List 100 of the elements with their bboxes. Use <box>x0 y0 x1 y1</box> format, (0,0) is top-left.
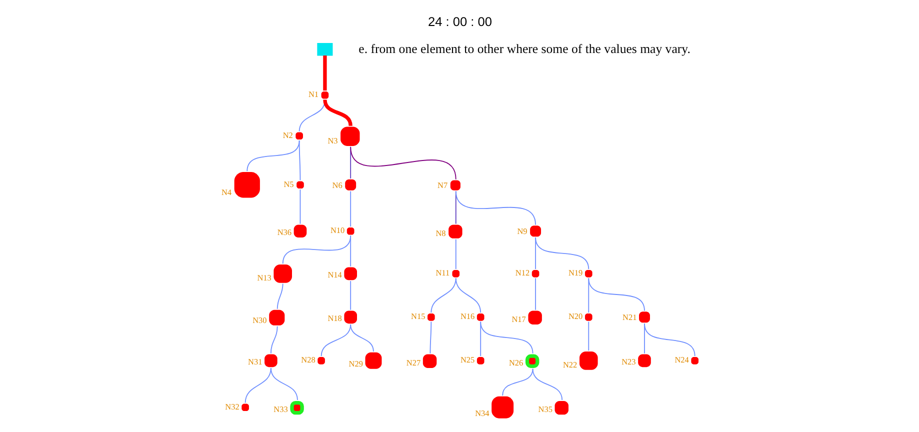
node-label: N23 <box>621 358 636 367</box>
node-box <box>316 42 332 56</box>
node-circle <box>234 172 260 198</box>
node-label: N16 <box>460 312 474 322</box>
node-label: N17 <box>511 314 526 324</box>
connector <box>244 368 271 404</box>
node-label: N8 <box>435 228 446 238</box>
node-circle <box>452 270 460 278</box>
node-circle <box>528 310 542 324</box>
node-circle <box>264 354 277 368</box>
diagram-title: 24 : 00 : 00 <box>427 14 492 29</box>
connector <box>534 237 536 270</box>
node-circle <box>690 357 698 364</box>
connector <box>299 189 300 224</box>
connector <box>298 140 300 181</box>
connector <box>430 278 456 314</box>
connector <box>454 238 456 270</box>
connector <box>350 324 374 352</box>
node-circle <box>448 224 462 238</box>
node-label: N12 <box>514 268 530 278</box>
node-circle <box>320 91 328 99</box>
node-label: N34 <box>474 408 489 418</box>
connector <box>588 278 589 314</box>
node-circle <box>340 126 360 146</box>
connector <box>322 56 326 91</box>
node-label: N31 <box>248 358 262 367</box>
node-circle <box>422 354 436 368</box>
connector <box>588 278 644 312</box>
connector <box>270 368 298 400</box>
node-label: N21 <box>622 313 636 322</box>
node-circle <box>295 132 302 140</box>
node-circle <box>346 227 354 235</box>
node-label: N27 <box>406 358 420 368</box>
node-label: N35 <box>538 405 552 414</box>
node-label: N28 <box>300 356 315 365</box>
node-circle <box>584 314 592 321</box>
node-circle <box>241 404 248 412</box>
node-circle <box>638 312 650 323</box>
connector <box>502 368 533 396</box>
node-circle <box>344 179 356 190</box>
node-circle <box>293 224 306 238</box>
connector <box>270 326 278 354</box>
node-label: N22 <box>562 360 577 370</box>
connector <box>454 278 481 314</box>
connector <box>534 278 536 310</box>
node-label: N18 <box>327 314 342 324</box>
node-circle <box>554 400 568 415</box>
node-circle <box>476 357 484 364</box>
node-label: N20 <box>568 312 582 322</box>
connector <box>480 321 481 357</box>
node-circle <box>531 270 539 278</box>
node-circle <box>450 180 460 190</box>
connector <box>588 321 589 352</box>
connector <box>350 190 351 227</box>
node-circle <box>364 352 382 369</box>
connector <box>350 280 351 310</box>
connector <box>320 324 351 357</box>
node-label: N5 <box>283 180 294 189</box>
connector <box>350 146 456 180</box>
node-label: N2 <box>282 130 292 140</box>
node-circle <box>317 357 324 364</box>
node-label: N24 <box>674 356 688 365</box>
node-label: N13 <box>256 273 271 282</box>
connector <box>454 190 536 226</box>
node-circle <box>344 267 356 280</box>
node-label: N6 <box>332 180 342 190</box>
node-label: N11 <box>435 268 450 278</box>
connector <box>322 99 352 126</box>
node-label: N4 <box>220 188 232 198</box>
node-label: N19 <box>568 268 582 278</box>
connector <box>532 368 562 400</box>
node-circle <box>476 314 484 321</box>
connector <box>350 235 351 267</box>
node-label: N1 <box>308 90 318 100</box>
node-label: N36 <box>276 228 292 237</box>
node-label: N30 <box>252 316 266 325</box>
node-circle <box>268 310 284 326</box>
node-circle <box>638 354 650 368</box>
connector <box>644 323 695 357</box>
node-label: N15 <box>410 312 425 322</box>
node-label: N3 <box>327 136 338 146</box>
connector <box>480 321 533 354</box>
node-circle <box>491 396 514 418</box>
node-label: N33 <box>273 405 288 414</box>
node-circle <box>273 264 292 283</box>
connector <box>276 283 283 310</box>
node-circle <box>584 270 592 278</box>
node-label: N25 <box>460 356 474 365</box>
node-label: N29 <box>348 359 362 368</box>
node-circle <box>530 226 541 237</box>
connector <box>246 140 300 172</box>
connector <box>429 321 432 354</box>
connector <box>534 237 589 270</box>
node-label: N14 <box>327 270 342 280</box>
node-circle <box>296 181 304 189</box>
label: e. from one element to other where some of the values may vary. <box>358 42 690 56</box>
node-circle <box>344 310 356 324</box>
node-circle <box>427 314 434 321</box>
node-label: N32 <box>224 402 239 412</box>
node-circle <box>578 352 598 370</box>
